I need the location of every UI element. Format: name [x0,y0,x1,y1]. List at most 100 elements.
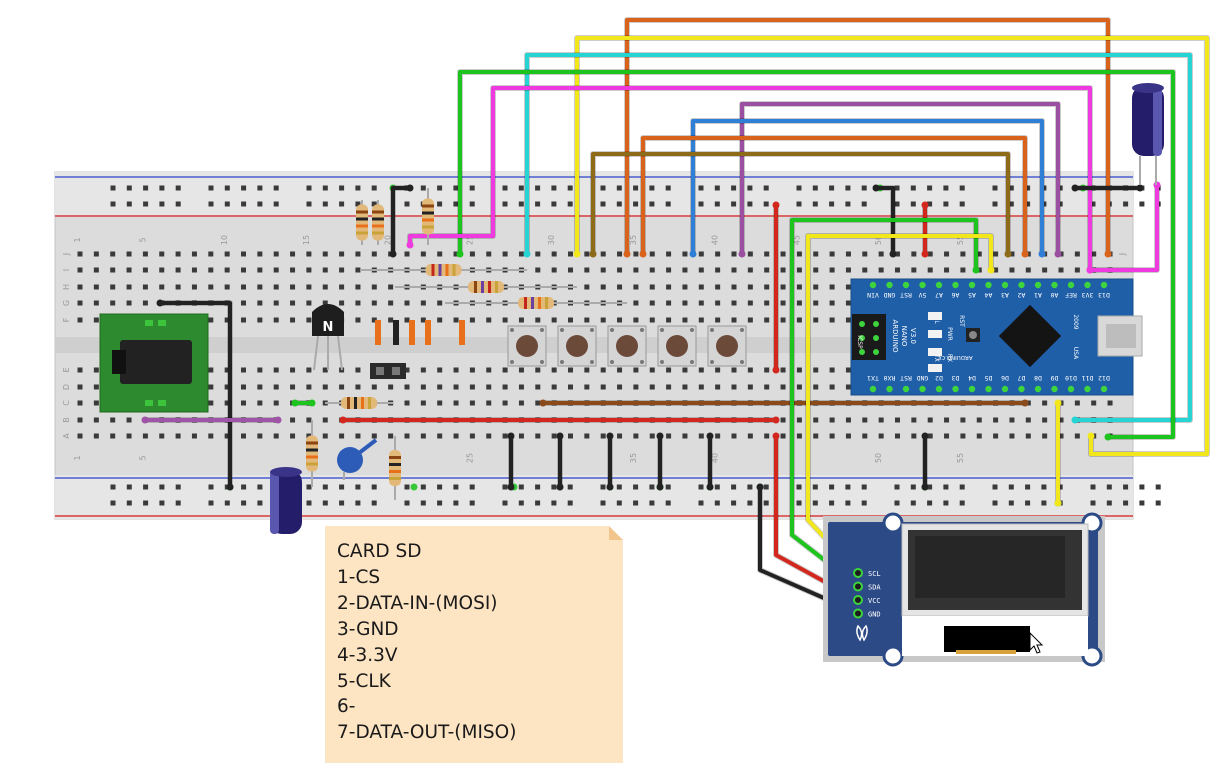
wire-black-ground-end [921,432,929,440]
rail-hole [567,185,573,191]
transistor-label: N [323,320,334,335]
breadboard-hole [780,367,786,373]
header-pin [952,385,959,393]
short-jumper [459,320,465,345]
resistor [341,397,377,409]
breadboard-hole [780,433,786,439]
rail-hole [894,500,900,506]
wire-purple-end [738,250,746,258]
breadboard-hole [241,284,246,290]
breadboard-hole [142,251,148,257]
rail-hole [992,185,998,191]
header-pin [985,281,992,289]
rail-hole [257,500,263,506]
breadboard-hole [77,317,83,323]
rail-hole [208,201,214,207]
rail-hole [437,185,443,191]
button-corner [590,360,594,364]
button-corner [540,360,544,364]
breadboard-hole [241,367,246,373]
breadboard-hole [845,284,851,290]
rail-hole [829,201,835,207]
rail-hole [143,500,149,506]
breadboard-hole [617,251,623,257]
resistor-band [474,281,477,293]
wire-magenta-short-end [1086,266,1094,274]
breadboard-hole [829,284,835,290]
rail-hole [600,484,606,490]
breadboard-hole [518,317,524,323]
pin-header [370,363,406,379]
breadboard-hole [649,384,655,390]
breadboard-hole [371,251,377,257]
rail-hole [1025,185,1031,191]
rail-hole [241,201,247,207]
breadboard-hole [306,367,312,373]
arduino-pin-label: RST [900,291,912,299]
breadboard-hole [764,267,770,273]
rail-hole [535,185,541,191]
rail-hole [633,500,639,506]
breadboard-hole [159,433,165,439]
rail-hole [551,500,557,506]
rail-hole [159,484,165,490]
breadboard-hole [1009,433,1015,439]
breadboard-hole [77,400,83,406]
breadboard-hole [502,317,508,323]
rail-hole [371,484,377,490]
arduino-pin-label: D2 [935,374,943,382]
breadboard-hole [584,367,590,373]
rail-hole [1041,500,1047,506]
rail-hole [600,185,606,191]
rail-hole [927,500,933,506]
rail-hole [943,484,949,490]
arduino-pin-label: D5 [985,374,993,382]
breadboard-hole [208,384,214,390]
wire-yellow-short-end [1054,499,1062,507]
rail-hole [1057,484,1063,490]
breadboard-hole [1074,433,1080,439]
breadboard-hole [208,400,214,406]
arduino-small-label: USA [1072,347,1079,360]
resistor-band [422,211,434,215]
breadboard-hole [600,251,606,257]
breadboard-hole [1025,433,1031,439]
breadboard-hole [404,384,410,390]
breadboard-hole [633,367,639,373]
arduino-pin-label: TX1 [867,374,879,382]
breadboard-hole [747,433,753,439]
breadboard-hole [77,384,83,390]
rail-hole [992,201,998,207]
header-pin [1084,281,1091,289]
breadboard-hole [895,251,900,257]
resistor-band [389,463,401,466]
breadboard-hole [469,367,475,373]
breadboard-hole [306,300,312,306]
rail-hole [829,500,835,506]
breadboard-hole [93,317,99,323]
arduino-pin-label: D9 [1051,374,1059,382]
column-number-top: 50 [874,235,883,245]
rail-hole [812,201,818,207]
arduino-pin-label: REF [1065,291,1077,299]
column-number-bottom: 5 [138,455,147,460]
arduino-small-label: RX [946,354,953,362]
rail-hole [943,185,949,191]
rail-hole [910,185,916,191]
breadboard-hole [420,384,426,390]
wire-black-ground-end [556,483,564,491]
breadboard-hole [502,251,508,257]
button-cap [516,335,538,357]
breadboard-hole [420,433,426,439]
breadboard-hole [796,251,802,257]
resistor [356,204,368,241]
rail-hole [241,185,247,191]
arduino-small-label: L [933,320,940,324]
breadboard-hole [911,433,917,439]
breadboard-hole [273,367,279,373]
breadboard-hole [731,284,737,290]
wire-brown-end [1004,250,1012,258]
breadboard-hole [502,433,508,439]
breadboard-hole [77,367,83,373]
